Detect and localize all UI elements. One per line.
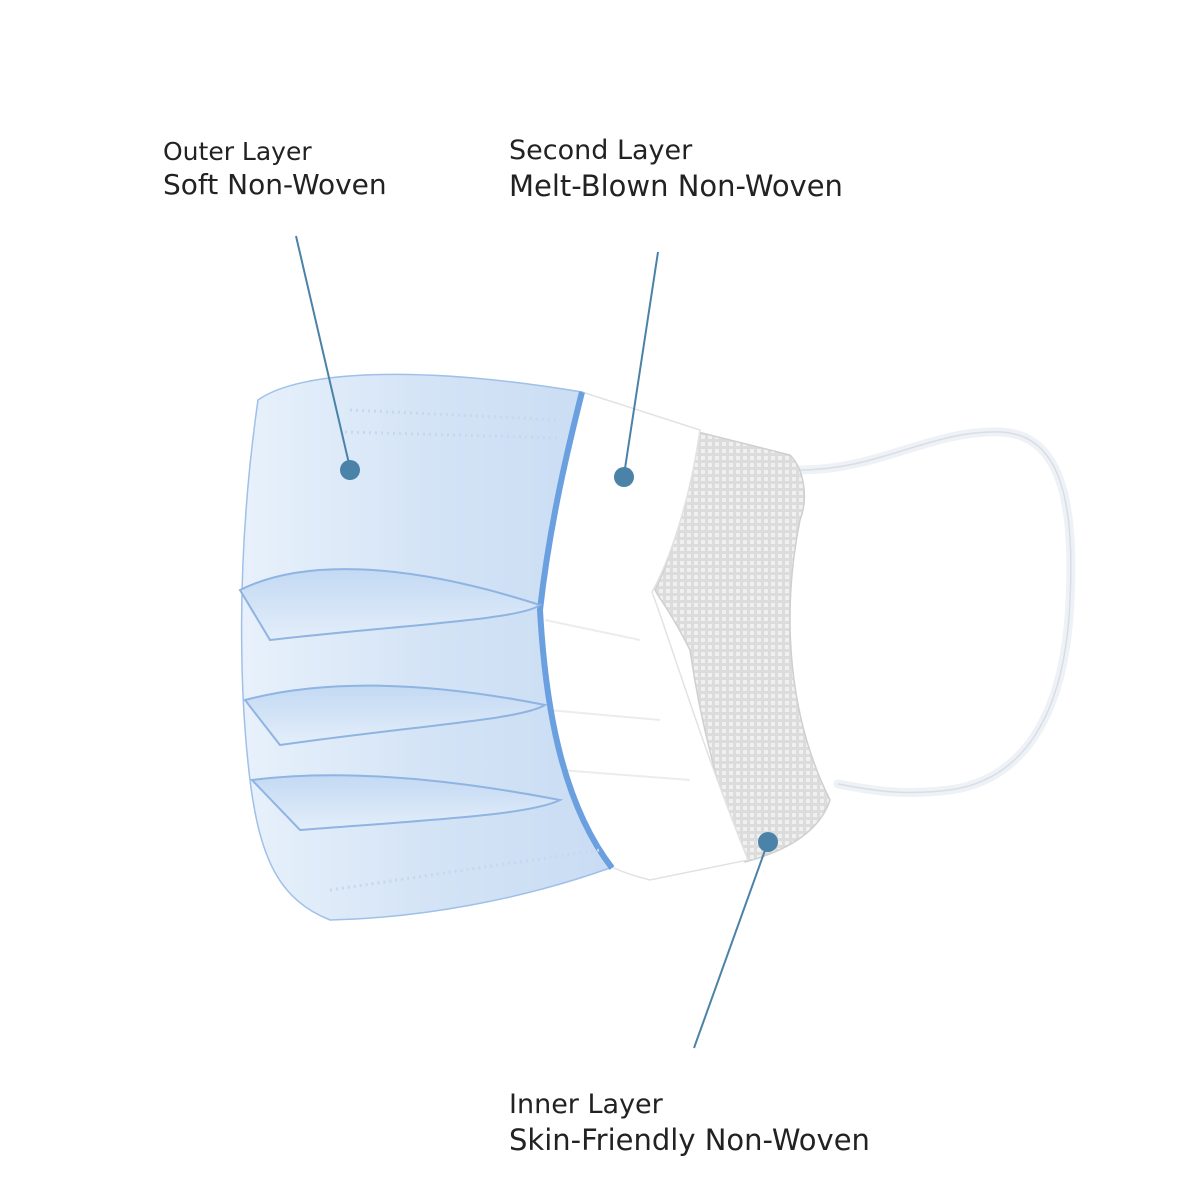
outer-layer-title: Outer Layer <box>163 137 312 166</box>
second-layer-leader-line <box>623 251 659 476</box>
outer-layer-marker-dot <box>340 460 360 480</box>
second-layer-material: Melt-Blown Non-Woven <box>509 168 843 203</box>
ear-loop <box>795 427 1076 797</box>
second-layer-label: Second Layer Melt-Blown Non-Woven <box>509 134 843 204</box>
outer-layer-label: Outer Layer Soft Non-Woven <box>163 136 387 202</box>
outer-layer-leader-line <box>295 235 351 469</box>
inner-layer-leader-line <box>693 841 769 1049</box>
outer-layer-material: Soft Non-Woven <box>163 168 387 202</box>
inner-layer-material: Skin-Friendly Non-Woven <box>509 1122 870 1157</box>
pleat-1 <box>238 568 543 642</box>
inner-layer <box>654 429 831 863</box>
inner-layer-title: Inner Layer <box>509 1089 663 1120</box>
pleat-2 <box>243 684 548 747</box>
second-layer-title: Second Layer <box>509 135 693 166</box>
second-layer-marker-dot <box>614 467 634 487</box>
pleat-3 <box>249 774 564 832</box>
inner-layer-marker-dot <box>758 832 778 852</box>
inner-layer-label: Inner Layer Skin-Friendly Non-Woven <box>509 1088 870 1158</box>
